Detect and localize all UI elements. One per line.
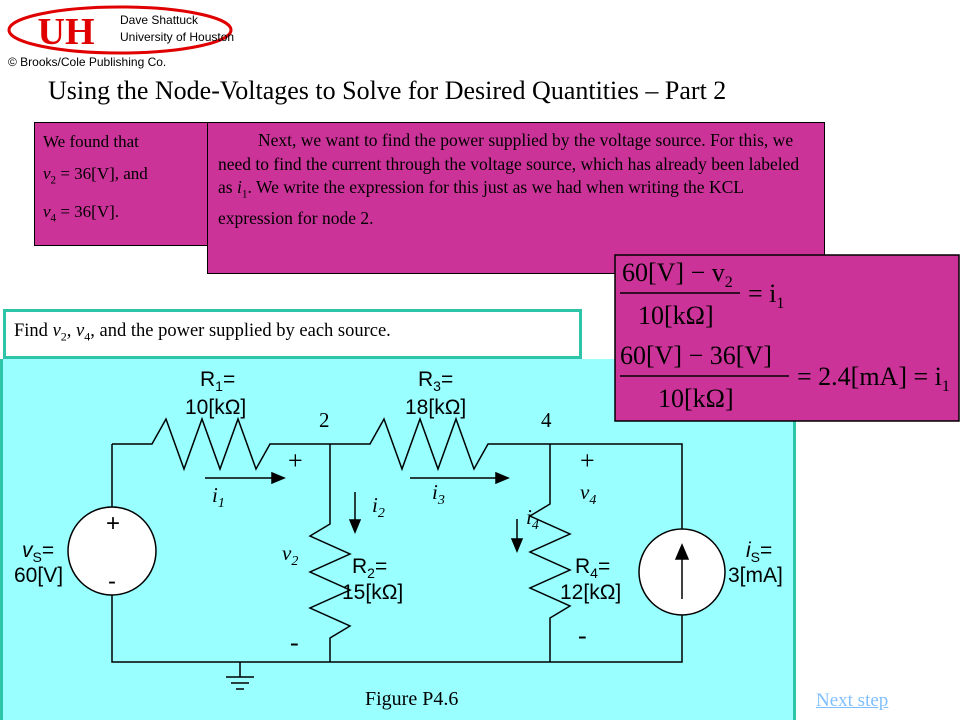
arrow-i4-icon [510,538,524,553]
uh-logo: UH [7,5,233,55]
found-v4: v4 = 36[V]. [43,202,120,225]
eq2-numerator: 60[V] − 36[V] [620,341,772,370]
eq2-denominator: 10[kΩ] [658,384,734,413]
r3-label: R3= [418,368,453,394]
found-v2: v2 = 36[V], and [43,164,148,187]
circuit-diagram: R1= 10[kΩ] R3= 18[kΩ] R2= 15[kΩ] R4= 12[… [14,368,783,710]
r4-label: R4= [575,555,610,581]
voltage-source [67,506,157,596]
vs-plus-sign: + [106,510,120,537]
logo-author: Dave Shattuck [120,13,199,27]
v2-plus-sign: + [288,446,303,475]
r2-label: R2= [352,555,387,581]
node-2-label: 2 [319,408,330,432]
r4-value: 12[kΩ] [560,581,621,604]
i3-label: i3 [432,480,445,508]
i1-label: i1 [212,483,225,511]
node-4-label: 4 [541,408,552,432]
v2-label: v2 [282,541,298,569]
v4-minus-sign: - [578,621,587,650]
i2-label: i2 [372,493,385,521]
equation-box: 60[V] − v2 10[kΩ] = i1 60[V] − 36[V] 10[… [614,254,960,422]
r1-label: R1= [200,368,235,394]
slide-title: Using the Node-Voltages to Solve for Des… [48,76,727,105]
copyright-notice: © Brooks/Cole Publishing Co. [8,55,167,69]
arrow-i1-icon [271,471,286,485]
arrow-i3-icon [495,471,510,485]
eq1-denominator: 10[kΩ] [638,301,714,330]
eq1-numerator: 60[V] − v2 [622,258,733,291]
explanation-box: Next, we want to find the power supplied… [207,122,825,274]
problem-statement: Find v2, v4, and the power supplied by e… [3,309,582,359]
vs-minus-sign: - [108,568,116,595]
eq2-rhs: = 2.4[mA] = i1 [797,362,950,395]
logo-university: University of Houston [120,30,235,44]
is-label: iS= [746,539,772,565]
eq1-rhs: = i1 [748,279,784,312]
r1-value: 10[kΩ] [185,396,246,419]
v4-plus-sign: + [580,446,595,475]
logo-letters: UH [38,11,95,53]
r3-value: 18[kΩ] [405,396,466,419]
vs-value: 60[V] [14,564,63,587]
logo-caption: Dave Shattuck University of Houston [120,12,234,46]
vs-label: vS= [22,539,54,565]
is-value: 3[mA] [728,564,783,587]
i4-label: i4 [526,505,539,533]
r2-value: 15[kΩ] [342,581,403,604]
found-values-box: We found that v2 = 36[V], and v4 = 36[V]… [34,122,214,246]
v4-label: v4 [580,480,596,508]
next-step-link[interactable]: Next step [816,690,889,711]
found-intro: We found that [43,132,139,151]
v2-minus-sign: - [290,628,299,657]
figure-caption: Figure P4.6 [365,688,458,710]
arrow-i2-icon [348,519,362,534]
